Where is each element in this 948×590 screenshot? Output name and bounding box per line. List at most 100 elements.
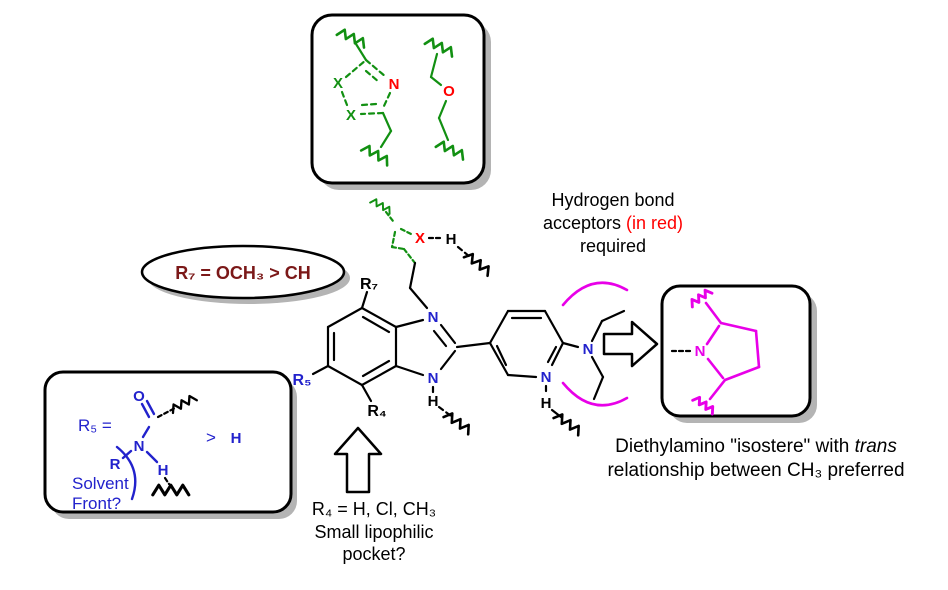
bond: [359, 111, 385, 116]
bond: [381, 111, 393, 133]
bond: [408, 286, 429, 310]
bond: [437, 116, 450, 142]
bond: [408, 261, 417, 290]
ring-x1-label: X: [333, 75, 343, 92]
bond: [379, 129, 393, 149]
hbond-acceptors-box: N X X O: [310, 13, 491, 190]
bond: [340, 90, 349, 107]
heteroaryl-fragment: N X X: [333, 26, 400, 167]
pyridine-ring: N H: [455, 309, 585, 437]
r7-label: R₇: [360, 276, 378, 293]
r4-label: R₄: [367, 403, 386, 420]
double-bond-inner: [495, 344, 508, 367]
bond: [141, 425, 151, 439]
up-block-arrow-icon: [333, 426, 383, 494]
double-bond-inner: [432, 329, 448, 348]
attachment-hash-icon: [442, 409, 475, 436]
bond: [384, 210, 395, 223]
amide-h-label: H: [158, 462, 169, 479]
solvent-label-line1: Solvent: [72, 474, 129, 493]
box-frame: [310, 13, 486, 185]
pyridine-n-label: N: [541, 369, 552, 386]
bond: [360, 290, 369, 310]
bond: [488, 341, 510, 377]
bond: [543, 309, 565, 345]
bond: [429, 52, 439, 79]
attachment-hash-icon: [552, 410, 585, 437]
bond: [364, 58, 388, 79]
bond: [723, 365, 761, 382]
bond: [592, 375, 605, 401]
amide-r-label: R: [110, 456, 121, 473]
isostere-caption: Diethylamino "isostere" with trans relat…: [607, 436, 904, 481]
double-bond-inner: [361, 315, 391, 334]
double-bond: [145, 399, 156, 416]
amine-n-label: N: [583, 341, 594, 358]
double-bond-inner: [546, 345, 558, 364]
linker-x-label: X: [415, 230, 425, 247]
right-block-arrow-icon: [602, 320, 659, 368]
n3-label: N: [428, 370, 439, 387]
r7-oval-note: R₇ = OCH₃ > CH: [140, 244, 350, 304]
magenta-bracket-upper: [561, 281, 629, 307]
bond: [705, 324, 721, 346]
linker-h-label: H: [446, 231, 457, 248]
caption-line2: Small lipophilic: [314, 522, 433, 542]
bond: [399, 227, 413, 236]
amide-o-label: O: [133, 388, 145, 405]
pyrrolidine-structure: N: [670, 286, 761, 416]
bond: [354, 42, 368, 62]
double-bond-inner: [361, 359, 391, 378]
magenta-bracket-lower: [561, 381, 629, 407]
ether-oxygen-label: O: [443, 83, 455, 100]
bond: [311, 364, 330, 376]
caption-line1-normal: Diethylamino "isostere" with: [615, 436, 854, 457]
isostere-box: N: [660, 284, 817, 423]
bond: [561, 341, 580, 349]
bond: [719, 321, 758, 333]
hbond-dash: [163, 476, 171, 486]
attachment-hash-icon: [369, 196, 394, 215]
bond: [390, 245, 406, 251]
r5-amide-box: R₅ = O N R H > H Solvent Front?: [43, 370, 297, 519]
bond: [360, 306, 398, 329]
diethylamino-group: N: [561, 281, 629, 407]
solvent-front-curve: [115, 445, 137, 501]
bond: [121, 449, 133, 460]
bond: [360, 364, 398, 387]
caption-line1: R₄ = H, Cl, CH₃: [312, 499, 436, 519]
bond: [590, 355, 605, 379]
bond: [394, 318, 425, 329]
caption-line3: pocket?: [342, 544, 405, 564]
methyl-bond: [704, 301, 723, 325]
bond: [145, 450, 159, 464]
linker-fragment: X H: [369, 196, 494, 310]
bond: [437, 99, 448, 120]
caption-line1: Diethylamino "isostere" with trans: [615, 436, 897, 457]
double-bond-inner: [364, 69, 381, 84]
bond: [439, 323, 457, 345]
bond: [706, 357, 725, 380]
ring-nitrogen-label: N: [389, 76, 400, 93]
ether-fragment: O: [423, 35, 468, 161]
amide-n-label: N: [134, 438, 145, 455]
solvent-label-line2: Front?: [72, 494, 121, 513]
bond: [506, 373, 538, 379]
n1-label: N: [428, 309, 439, 326]
ring-x2-label: X: [346, 107, 356, 124]
box-frame: [43, 370, 293, 514]
bond: [394, 364, 425, 377]
bond: [360, 383, 373, 403]
attachment-hash-icon: [462, 249, 494, 278]
caption-line1: Hydrogen bond: [551, 190, 674, 210]
r7-rule-text: R₇ = OCH₃ > CH: [175, 263, 311, 283]
bond: [344, 58, 368, 79]
r5-label: R₅: [293, 372, 312, 389]
box-frame: [660, 284, 812, 418]
h-alternative-label: H: [231, 430, 242, 447]
caption-line3: required: [580, 236, 646, 256]
caption-line1-italic: trans: [855, 436, 898, 457]
bond: [402, 247, 417, 265]
pyrrolidine-n-label: N: [695, 343, 706, 360]
